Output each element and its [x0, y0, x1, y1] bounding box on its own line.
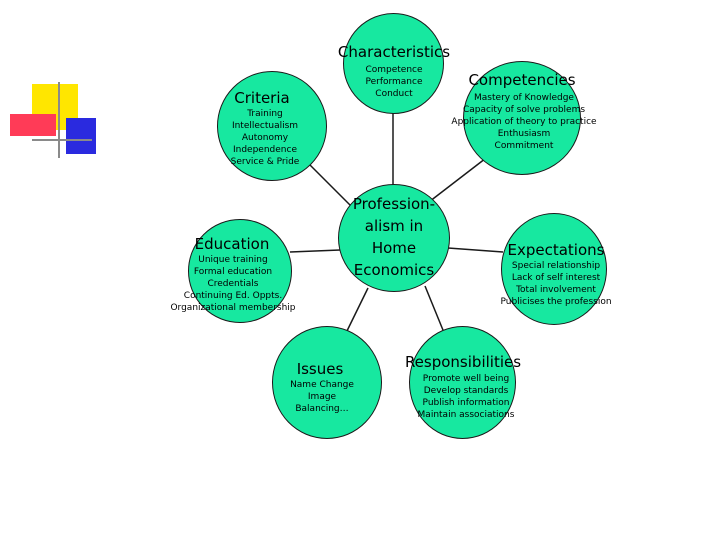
criteria-item: Service & Pride	[230, 157, 300, 167]
responsibilities-item: Maintain associations	[417, 410, 515, 420]
competencies-item: Mastery of Knowledge	[474, 93, 574, 103]
criteria-item: Training	[247, 109, 283, 119]
criteria-items: Training Intellectualism Autonomy Indepe…	[212, 108, 318, 168]
criteria-item: Autonomy	[241, 133, 289, 143]
center-title-line: Home	[371, 239, 417, 257]
education-title: Education	[194, 235, 270, 253]
link-competencies	[424, 154, 491, 206]
node-characteristics	[343, 13, 444, 114]
characteristics-item: Performance	[365, 77, 423, 87]
node-center	[338, 184, 450, 292]
link-responsibilities	[424, 285, 446, 336]
expectations-item: Publicises the profession	[500, 297, 612, 307]
expectations-title: Expectations	[507, 241, 605, 259]
criteria-title: Criteria	[234, 89, 290, 107]
expectations-item: Lack of self interest	[511, 273, 601, 283]
competencies-title: Competencies	[468, 71, 576, 89]
issues-item: Name Change	[290, 380, 354, 390]
criteria-item: Intellectualism	[231, 121, 299, 131]
competencies-item: Application of theory to practice	[451, 117, 597, 127]
responsibilities-item: Promote well being	[422, 374, 510, 384]
characteristics-item: Competence	[365, 65, 423, 75]
node-education	[188, 219, 292, 323]
education-item: Credentials	[207, 279, 259, 289]
responsibilities-items: Promote well being Develop standards Pub…	[406, 373, 526, 421]
education-item: Continuing Ed. Oppts.	[183, 291, 283, 301]
deco-horizontal-line	[32, 139, 92, 141]
link-expectations	[447, 247, 504, 253]
deco-blue-square	[66, 118, 96, 154]
node-criteria	[217, 71, 327, 181]
responsibilities-title: Responsibilities	[404, 353, 522, 371]
education-items: Unique training Formal education Credent…	[168, 254, 298, 314]
responsibilities-item: Publish information	[422, 398, 510, 408]
competencies-items: Mastery of Knowledge Capacity of solve p…	[444, 92, 604, 152]
characteristics-title: Characteristics	[337, 43, 451, 61]
center-title: Profession- alism in Home Economics	[334, 193, 454, 281]
characteristics-items: Competence Performance Conduct	[334, 64, 454, 100]
criteria-item: Independence	[232, 145, 297, 155]
competencies-item: Commitment	[494, 141, 554, 151]
link-issues	[344, 287, 369, 336]
deco-vertical-line	[58, 82, 60, 158]
issues-item: Image	[307, 392, 337, 402]
expectations-items: Special relationship Lack of self intere…	[494, 260, 618, 308]
responsibilities-item: Develop standards	[423, 386, 509, 396]
competencies-item: Enthusiasm	[497, 129, 551, 139]
node-responsibilities	[409, 326, 516, 439]
center-title-line: Profession-	[352, 195, 436, 213]
expectations-item: Special relationship	[511, 261, 601, 271]
issues-title: Issues	[296, 360, 344, 378]
education-item: Organizational membership	[170, 303, 296, 313]
node-expectations	[501, 213, 607, 325]
education-item: Unique training	[198, 255, 268, 265]
education-item: Formal education	[193, 267, 273, 277]
link-education	[289, 249, 341, 253]
issues-item: Balancing…	[295, 404, 349, 414]
issues-items: Name Change Image Balancing…	[272, 379, 372, 415]
center-title-line: Economics	[353, 261, 435, 279]
node-issues	[272, 326, 382, 439]
node-competencies	[463, 61, 581, 175]
deco-red-bar	[10, 114, 56, 136]
characteristics-item: Conduct	[375, 89, 413, 99]
link-criteria	[309, 164, 356, 211]
expectations-item: Total involvement	[516, 285, 596, 295]
competencies-item: Capacity of solve problems	[462, 105, 586, 115]
center-title-line: alism in	[364, 217, 424, 235]
